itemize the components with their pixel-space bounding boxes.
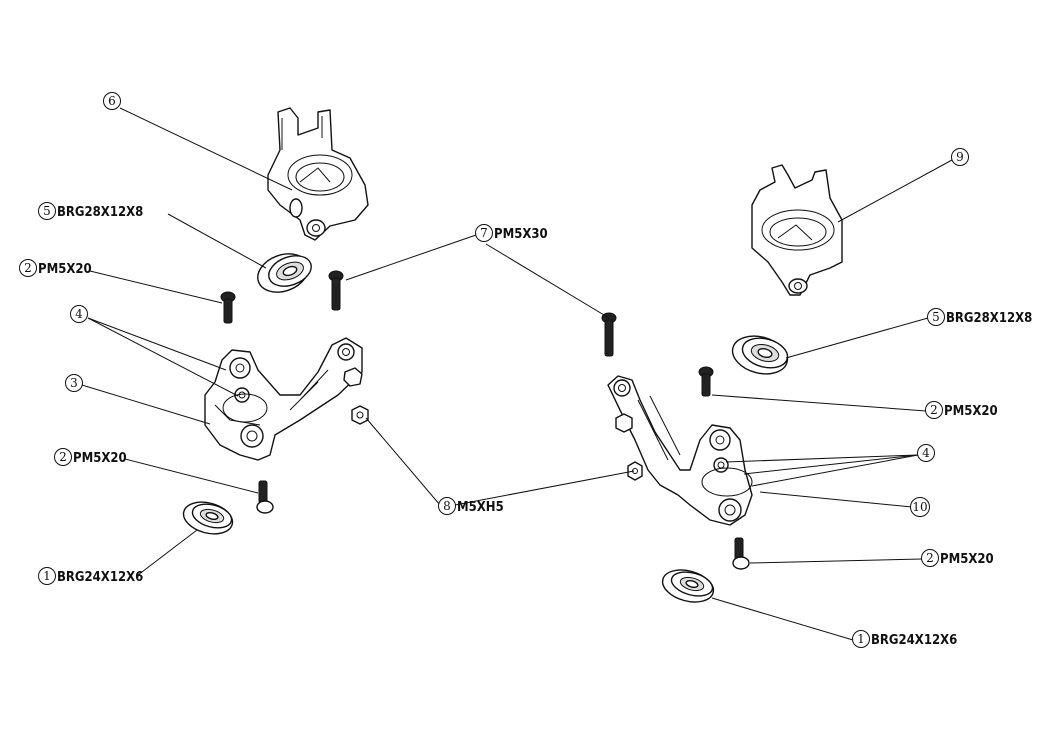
callout-4-right: 4 (917, 444, 935, 462)
callout-3-left: 3 (65, 374, 83, 392)
screw-pm5x30-right (601, 312, 617, 357)
callout-7: 7 PM5X30 (475, 224, 548, 242)
svg-text:BRG28X12X8: BRG28X12X8 (57, 205, 143, 220)
steering-knuckle-right (607, 375, 753, 526)
svg-text:4: 4 (75, 307, 83, 321)
svg-text:BRG24X12X6: BRG24X12X6 (57, 570, 143, 585)
callout-1-right: 1 BRG24X12X6 (852, 630, 957, 648)
svg-text:BRG24X12X6: BRG24X12X6 (871, 633, 957, 648)
svg-text:1: 1 (857, 632, 865, 646)
bearing-24x12x6-left (182, 501, 234, 535)
svg-text:1: 1 (43, 569, 51, 583)
steering-knuckle-left (204, 337, 363, 461)
screw-pm5x20-lower-left (256, 480, 274, 514)
svg-text:2: 2 (24, 261, 32, 275)
upper-carrier-left (267, 107, 369, 241)
svg-text:10: 10 (912, 500, 927, 514)
bearing-24x12x6-right (661, 569, 715, 603)
bearing-28x12x8-right (731, 335, 789, 375)
callout-2-lower-left: 2 PM5X20 (54, 448, 127, 466)
callout-10-right: 10 (910, 497, 930, 517)
leader-lines (81, 107, 953, 641)
svg-text:PM5X20: PM5X20 (940, 552, 994, 567)
nut-m5xh5-right (627, 461, 643, 481)
upper-carrier-right (751, 164, 843, 296)
bearing-28x12x8-left (257, 253, 312, 293)
svg-text:6: 6 (108, 94, 116, 108)
svg-text:M5XH5: M5XH5 (457, 500, 504, 515)
svg-text:4: 4 (922, 446, 930, 460)
svg-text:3: 3 (70, 376, 78, 390)
callout-4-left: 4 (70, 305, 88, 323)
callout-5-right: 5 BRG28X12X8 (927, 308, 1032, 326)
svg-text:PM5X20: PM5X20 (38, 262, 92, 277)
callout-9-right: 9 (951, 148, 969, 166)
svg-text:2: 2 (930, 403, 938, 417)
callout-1-left: 1 BRG24X12X6 (38, 567, 143, 585)
svg-text:PM5X20: PM5X20 (73, 451, 127, 466)
screw-pm5x20-lower-right (732, 537, 750, 570)
svg-text:BRG28X12X8: BRG28X12X8 (946, 311, 1032, 326)
svg-text:5: 5 (43, 204, 51, 218)
callout-2-upper-right: 2 PM5X20 (925, 401, 998, 419)
nut-m5xh5-left (351, 405, 369, 425)
callout-2-lower-right: 2 PM5X20 (921, 549, 994, 567)
callout-8: 8 M5XH5 (438, 497, 504, 515)
svg-text:5: 5 (932, 310, 940, 324)
screw-pm5x20-upper-left (220, 291, 236, 324)
svg-text:2: 2 (926, 551, 934, 565)
screw-pm5x20-upper-right (698, 366, 714, 397)
callout-5-left: 5 BRG28X12X8 (38, 202, 143, 220)
screw-pm5x30-left (328, 270, 344, 311)
callout-2-upper-left: 2 PM5X20 (19, 259, 92, 277)
svg-text:7: 7 (480, 226, 488, 240)
svg-text:PM5X20: PM5X20 (944, 404, 998, 419)
svg-text:2: 2 (59, 450, 67, 464)
svg-text:PM5X30: PM5X30 (494, 227, 548, 242)
svg-text:9: 9 (956, 150, 964, 164)
callout-6-left: 6 (103, 92, 121, 110)
svg-text:8: 8 (443, 499, 451, 513)
